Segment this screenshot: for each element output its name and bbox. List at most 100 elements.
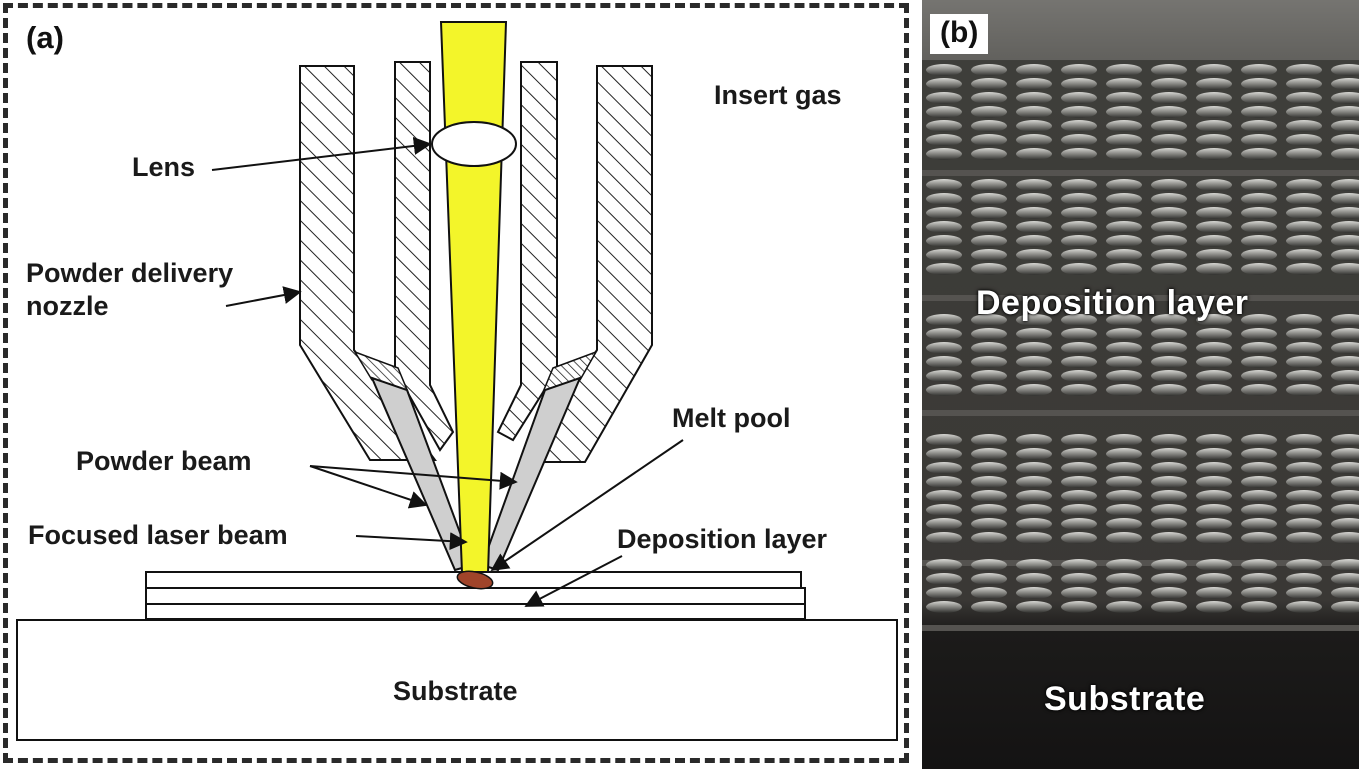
bead-ridge (926, 518, 962, 530)
bead-ridge (1241, 532, 1277, 544)
bead-ridge (1151, 370, 1187, 382)
bead-ridge (1241, 448, 1277, 460)
bead-ridge (1331, 356, 1359, 368)
bead-ridge (1331, 370, 1359, 382)
bead-ridge (1331, 462, 1359, 474)
bead-ridge (1016, 587, 1052, 599)
bead-ridge (1016, 78, 1052, 90)
bead-ridge (1331, 179, 1359, 191)
bead-ridge (1151, 179, 1187, 191)
bead-ridge (1061, 518, 1097, 530)
bead-ridge (1286, 601, 1322, 613)
bead-ridge (1106, 106, 1142, 118)
bead-ridge (1241, 370, 1277, 382)
bead-ridge (1061, 601, 1097, 613)
bead-ridge (1106, 573, 1142, 585)
bead-ridge (1106, 328, 1142, 340)
bead-ridge (926, 448, 962, 460)
bead-ridge (1286, 532, 1322, 544)
bead-ridge (1196, 207, 1232, 219)
bead-ridge (971, 518, 1007, 530)
bead-ridge (1241, 134, 1277, 146)
bead-ridge (1241, 490, 1277, 502)
bead-ridge (1286, 314, 1322, 326)
bead-ridge (1016, 518, 1052, 530)
bead-ridge (926, 193, 962, 205)
bead-ridge (1331, 448, 1359, 460)
deposition-texture (922, 64, 1359, 631)
bead-ridge (1061, 448, 1097, 460)
bead-ridge (1106, 434, 1142, 446)
bead-ridge (926, 64, 962, 76)
bead-ridge (1061, 490, 1097, 502)
rim-right (541, 350, 598, 394)
layer-seam (922, 410, 1359, 416)
bead-ridge (1106, 207, 1142, 219)
insert-gas-label: Insert gas (714, 80, 842, 110)
bead-ridge (1106, 179, 1142, 191)
bead-ridge (1196, 462, 1232, 474)
bead-ridge (1196, 587, 1232, 599)
bead-ridge (1016, 148, 1052, 160)
bead-ridge (1151, 193, 1187, 205)
bead-ridge (926, 221, 962, 233)
bead-ridge (1151, 106, 1187, 118)
panel-b-tag: (b) (930, 14, 989, 54)
bead-ridge (926, 370, 962, 382)
bead-ridge (1151, 120, 1187, 132)
bead-ridge (971, 342, 1007, 354)
bead-ridge (1196, 78, 1232, 90)
powder-beam-label: Powder beam (76, 446, 252, 476)
bead-ridge (1331, 490, 1359, 502)
bead-ridge (1151, 518, 1187, 530)
bead-ridge (1151, 328, 1187, 340)
bead-ridge (1286, 78, 1322, 90)
bead-ridge (1151, 263, 1187, 275)
layer-seam (922, 295, 1359, 301)
bead-ridge (1331, 249, 1359, 261)
bead-ridge (1286, 476, 1322, 488)
bead-ridge (1331, 207, 1359, 219)
bead-ridge (926, 356, 962, 368)
bead-ridge (1151, 448, 1187, 460)
bead-ridge (1241, 263, 1277, 275)
bead-ridge (971, 328, 1007, 340)
bead-ridge (1196, 314, 1232, 326)
bead-ridge (1016, 235, 1052, 247)
bead-ridge (1016, 504, 1052, 516)
bead-ridge (1061, 587, 1097, 599)
bead-ridge (1061, 434, 1097, 446)
bead-ridge (1016, 221, 1052, 233)
bead-ridge (1106, 448, 1142, 460)
bead-ridge (1331, 559, 1359, 571)
nozzle-diagram (16, 21, 898, 741)
bead-ridge (1061, 504, 1097, 516)
bead-ridge (926, 78, 962, 90)
bead-ridge (971, 263, 1007, 275)
bead-ridge (926, 532, 962, 544)
bead-ridge (1061, 106, 1097, 118)
bead-ridge (1286, 587, 1322, 599)
bead-ridge (1151, 342, 1187, 354)
bead-ridge (1331, 106, 1359, 118)
bead-ridge (1286, 573, 1322, 585)
bead-ridge (926, 504, 962, 516)
bead-ridge (1016, 601, 1052, 613)
substrate-block (16, 619, 898, 741)
bead-ridge (926, 235, 962, 247)
bead-ridge (971, 179, 1007, 191)
bead-ridge (926, 476, 962, 488)
bead-ridge (1016, 314, 1052, 326)
bead-ridge (1016, 134, 1052, 146)
bead-ridge (1106, 476, 1142, 488)
lens-arrow (211, 136, 432, 171)
bead-ridge (1196, 384, 1232, 396)
melt-pool-label: Melt pool (672, 403, 791, 433)
bead-ridge (926, 148, 962, 160)
bead-ridge (1241, 235, 1277, 247)
bead-ridge (1286, 134, 1322, 146)
bead-ridge (1241, 518, 1277, 530)
deposition-layer-label: Deposition layer (617, 524, 828, 554)
bead-ridge (926, 559, 962, 571)
bead-ridge (1151, 532, 1187, 544)
